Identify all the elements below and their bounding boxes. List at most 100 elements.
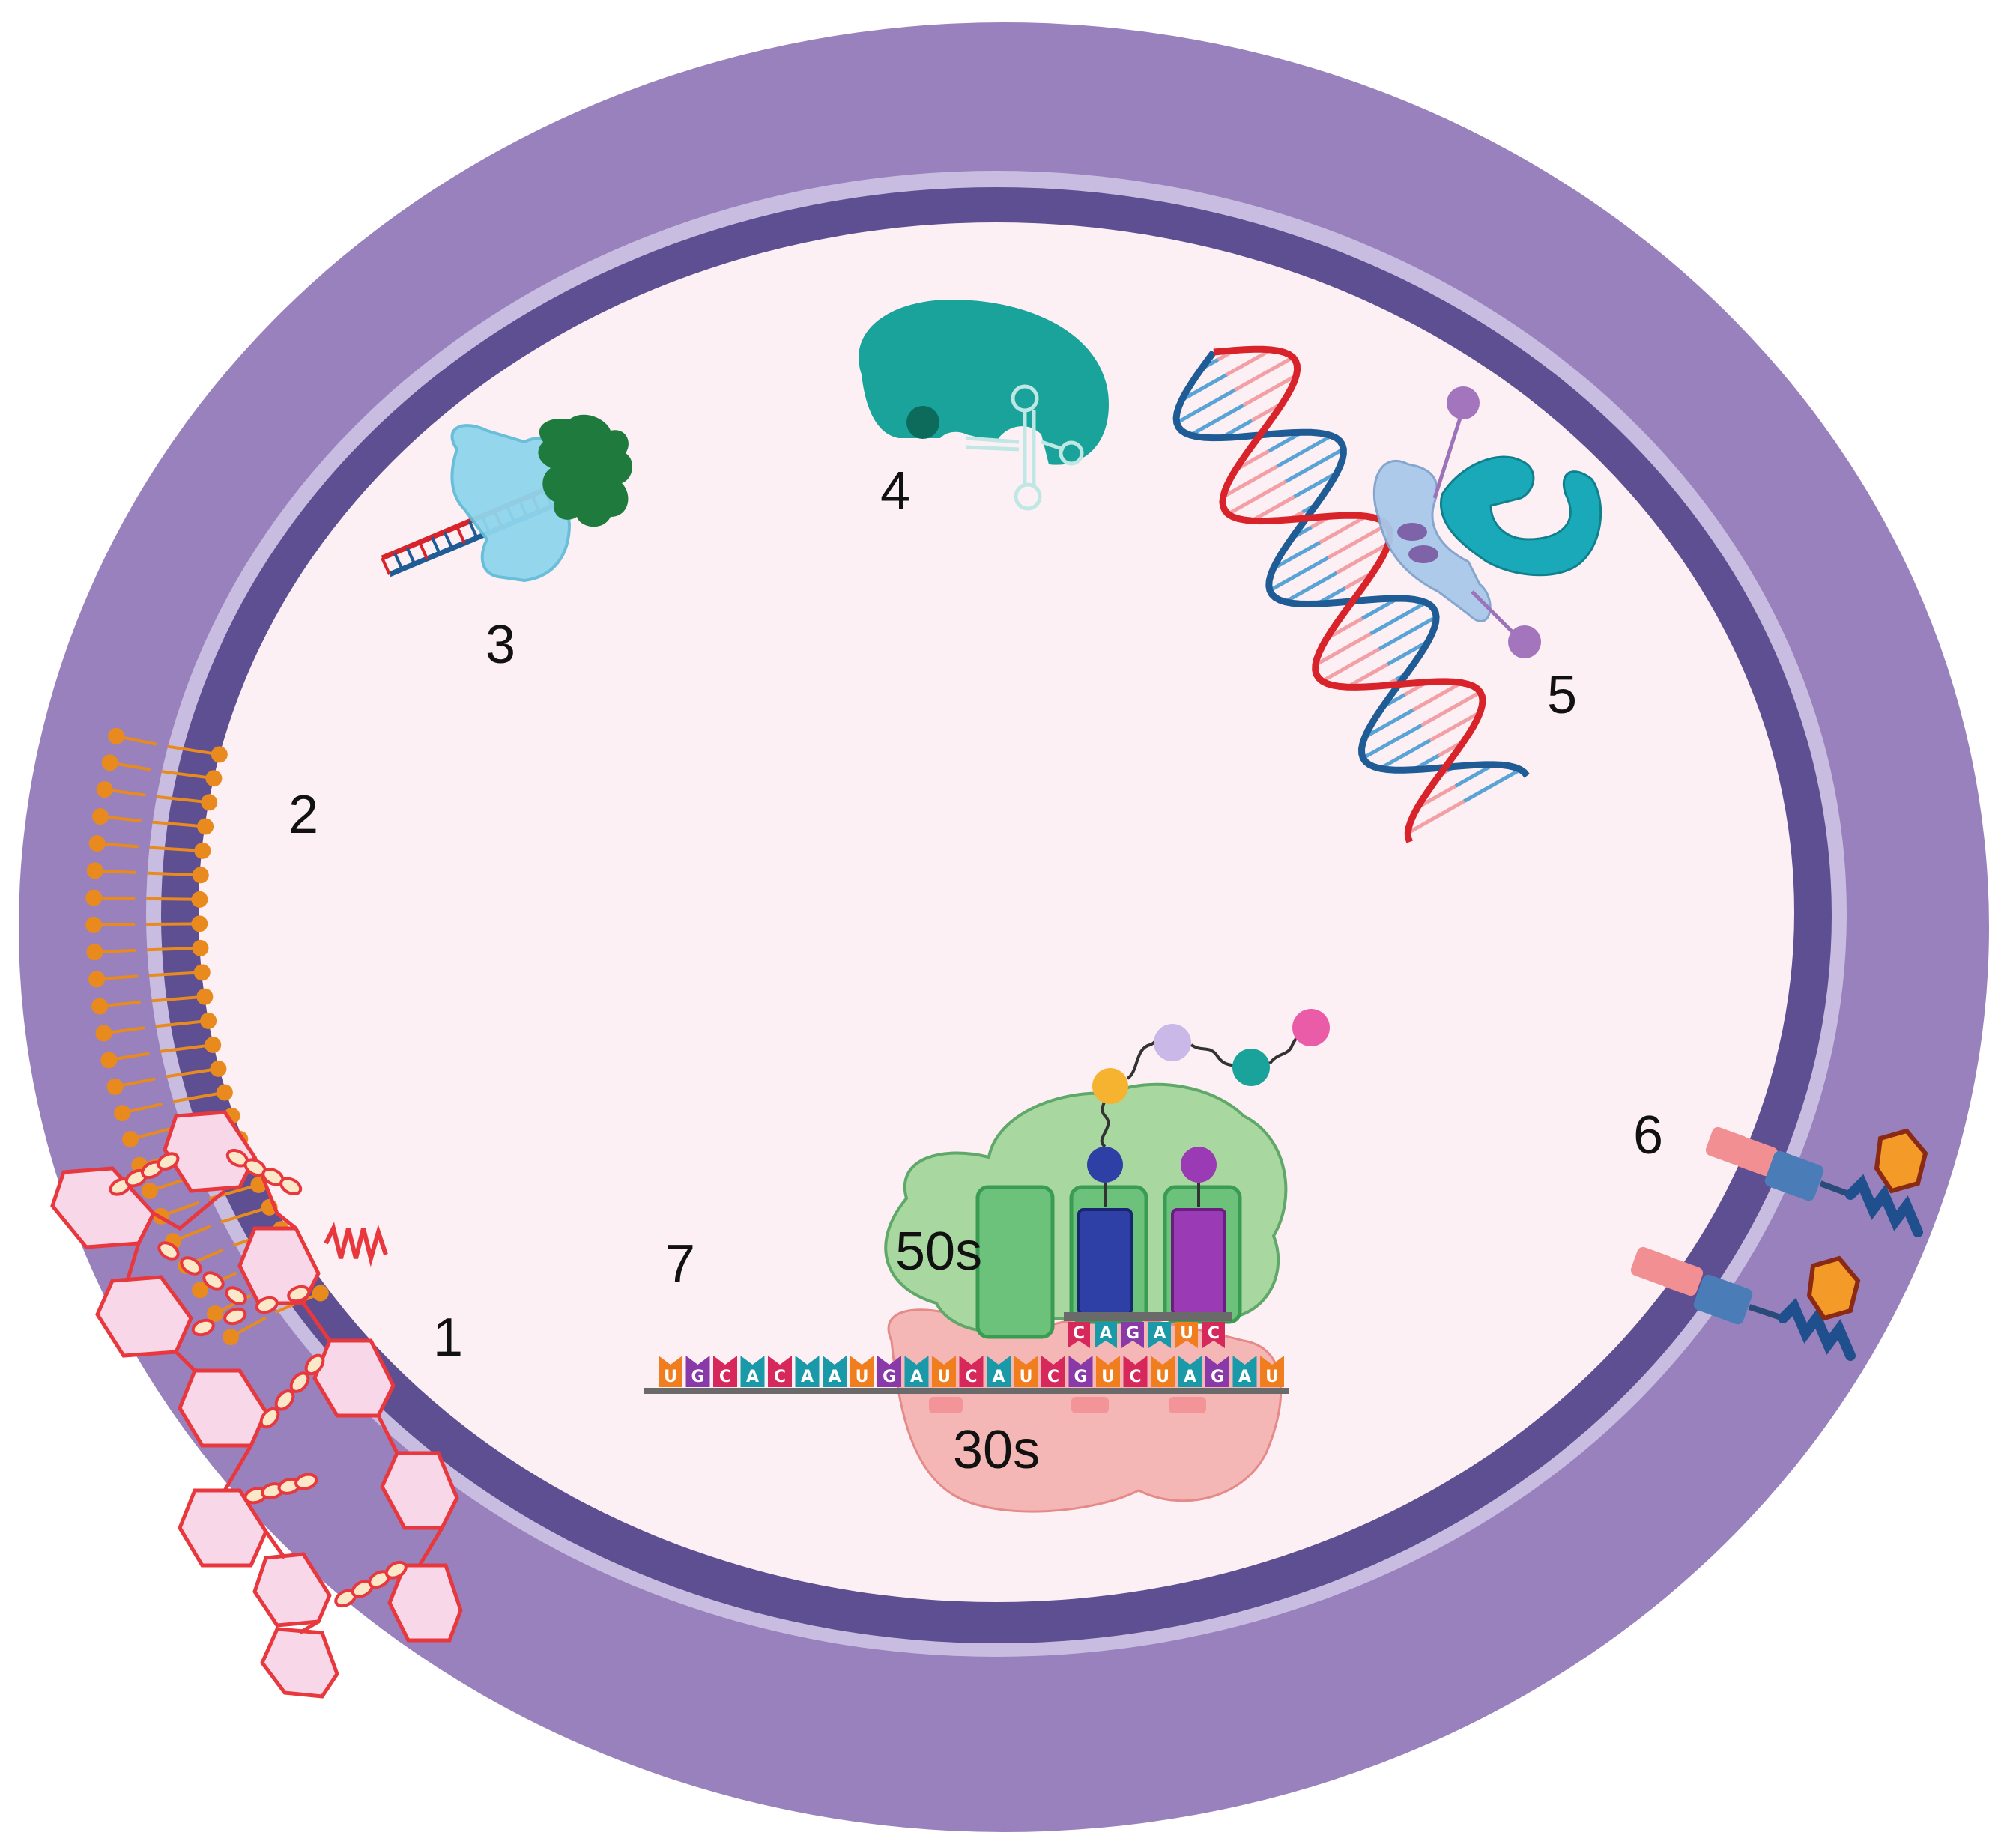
dna-strand-blue — [1172, 350, 1530, 778]
svg-text:U: U — [856, 1368, 869, 1386]
mrna-base: C — [768, 1356, 792, 1387]
helicase-protein — [450, 424, 572, 583]
anticodon-base: G — [1121, 1322, 1144, 1348]
amino-acid-p — [1087, 1147, 1123, 1183]
mrna-base: C — [713, 1356, 737, 1387]
peptide-link — [264, 1530, 287, 1559]
svg-text:C: C — [965, 1368, 977, 1386]
base-pair — [1378, 615, 1438, 651]
anticodon-base: C — [1068, 1322, 1090, 1348]
base-pair — [1416, 784, 1457, 810]
base-pair — [1412, 681, 1463, 712]
label-50s: 50s — [895, 1222, 982, 1282]
base-pair — [1362, 723, 1423, 760]
peptidoglycan-network — [50, 1110, 463, 1699]
base-pair — [1234, 355, 1295, 392]
mrna-base: C — [959, 1356, 984, 1387]
trna-a-site — [1171, 1208, 1226, 1316]
svg-text:G: G — [883, 1368, 896, 1386]
svg-text:U: U — [1101, 1368, 1115, 1386]
peptide-link — [417, 1526, 444, 1567]
phospholipid — [101, 754, 223, 787]
base-pair — [1379, 738, 1432, 771]
svg-text:C: C — [1047, 1368, 1059, 1386]
base-pair — [1463, 768, 1522, 804]
base-pair — [1227, 479, 1287, 516]
base-pair — [1293, 470, 1338, 499]
mrna-base: A — [1178, 1356, 1202, 1387]
base-pair — [1225, 348, 1272, 377]
base-pair — [1387, 640, 1429, 667]
peptide-oval — [225, 1286, 247, 1305]
anticodon-base: A — [1148, 1322, 1171, 1348]
label-1: 1 — [433, 1308, 463, 1368]
phospholipid — [223, 1285, 329, 1346]
gyrase-knob — [1447, 386, 1480, 419]
svg-text:C: C — [1073, 1324, 1085, 1343]
anticodon-bar — [1064, 1312, 1232, 1321]
peptide-oval — [191, 1318, 215, 1337]
30s-site — [1071, 1397, 1109, 1413]
dna-gyrase-complex — [1172, 345, 1602, 843]
mrna-base: G — [1068, 1356, 1093, 1387]
sugar-hexagon — [387, 1563, 463, 1643]
svg-text:C: C — [719, 1368, 731, 1386]
mrna-base: U — [850, 1356, 874, 1387]
peptide-link — [223, 1444, 253, 1492]
gyrase-subunit-teal — [1440, 455, 1602, 577]
dna-replication-complex — [381, 414, 633, 583]
phospholipid — [88, 835, 211, 859]
label-5: 5 — [1547, 665, 1577, 725]
phospholipid — [85, 915, 208, 933]
base-pair — [1407, 799, 1465, 835]
sugar-hexagon — [178, 1488, 268, 1568]
svg-text:U: U — [1156, 1368, 1169, 1386]
label-4: 4 — [880, 461, 910, 521]
anticodon-base: C — [1202, 1322, 1225, 1348]
mrna-backbone — [644, 1388, 1289, 1394]
svg-text:A: A — [1184, 1368, 1196, 1386]
peptide-link — [125, 1243, 141, 1282]
trna-p-site — [1077, 1208, 1133, 1316]
svg-text:A: A — [1238, 1368, 1251, 1386]
svg-text:A: A — [910, 1368, 923, 1386]
base-pair — [1369, 601, 1427, 636]
dna-strand-red — [1213, 345, 1486, 843]
svg-text:A: A — [801, 1368, 814, 1386]
gyrase-knob — [1508, 625, 1541, 658]
amino-acid-chain — [1154, 1024, 1191, 1061]
mrna-base: U — [1260, 1356, 1284, 1387]
label-6: 6 — [1633, 1106, 1663, 1165]
mrna-base: U — [1096, 1356, 1120, 1387]
peptide-link — [175, 1350, 196, 1372]
svg-text:G: G — [1074, 1368, 1087, 1386]
svg-text:A: A — [1099, 1324, 1112, 1343]
cytoplasm — [199, 222, 1794, 1602]
ribosome-e-site — [975, 1185, 1055, 1339]
phospholipid — [86, 862, 209, 884]
anticodon-base: U — [1175, 1322, 1198, 1348]
30s-site — [1169, 1397, 1206, 1413]
transporter-upper — [1705, 1126, 1928, 1237]
svg-text:U: U — [1265, 1368, 1279, 1386]
base-pair — [1175, 388, 1236, 425]
svg-text:G: G — [1126, 1324, 1139, 1343]
base-pair — [1363, 708, 1414, 739]
peptide-oval — [157, 1152, 180, 1171]
peptide-oval — [279, 1177, 303, 1196]
base-pair — [1272, 540, 1321, 571]
peptide-oval — [202, 1271, 225, 1291]
label-7: 7 — [665, 1234, 695, 1294]
peptide-oval — [384, 1560, 408, 1580]
phospholipid — [95, 1012, 217, 1042]
base-pair — [1314, 631, 1372, 667]
gyrase-domain — [1397, 523, 1427, 541]
phospholipid — [91, 988, 214, 1015]
30s-site — [929, 1397, 963, 1413]
gyrase-stalk — [1471, 590, 1515, 634]
base-pair — [1321, 647, 1381, 683]
base-pair — [1189, 403, 1244, 437]
amino-acid-chain — [1092, 1068, 1128, 1104]
